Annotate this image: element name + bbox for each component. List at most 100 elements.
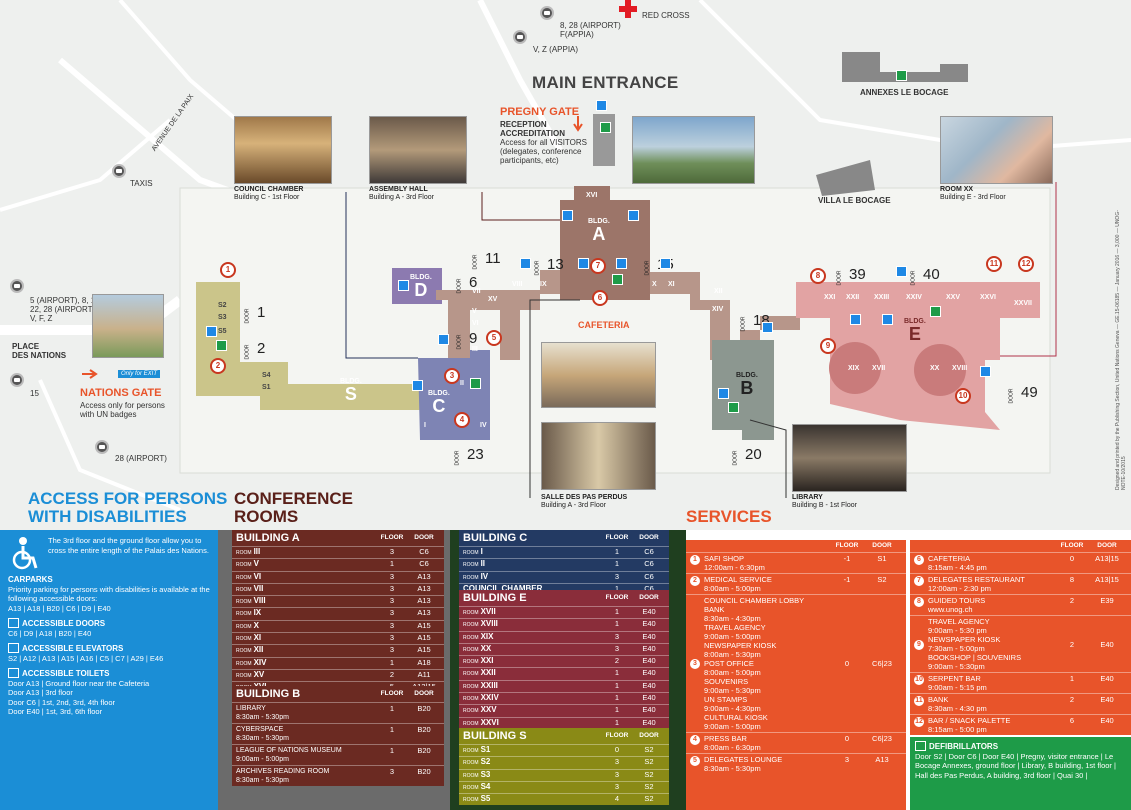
building-name: BUILDING S (463, 730, 527, 742)
toilet-icon (628, 210, 639, 221)
building-b-label: BLDG.B (736, 372, 758, 398)
service-pin[interactable]: 2 (210, 358, 226, 374)
room-door: A13 (417, 571, 431, 581)
room-door: A11 (417, 669, 431, 679)
service-pin[interactable]: 9 (820, 338, 836, 354)
room-word: ROOM (463, 659, 479, 666)
service-floor: 2 (1069, 639, 1075, 649)
room-word: ROOM (463, 634, 479, 641)
service-pin[interactable]: 6 (592, 290, 608, 306)
service-line: 8:30am - 4:30 pm (928, 704, 987, 713)
service-door: E40 (1100, 674, 1114, 683)
service-line: 9:00am - 5:00pm (704, 632, 761, 641)
conference-title: CONFERENCE ROOMS (234, 489, 354, 526)
defibrillators-text: Door S2 | Door C6 | Door E40 | Pregny, v… (915, 751, 1116, 780)
room-door: S2 (644, 781, 654, 791)
room-door: C6 (644, 547, 654, 556)
room-word: ROOM (236, 562, 252, 569)
pas-perdus-photo (541, 422, 656, 490)
room-floor: 3 (389, 547, 395, 556)
service-door: S2 (877, 575, 887, 584)
accessible-toilets-heading: ACCESSIBLE TOILETS (8, 668, 210, 679)
room-label: S3 (218, 314, 227, 321)
service-floor: 0 (844, 734, 850, 743)
pregny-gate-title: PREGNY GATE (500, 106, 580, 118)
room-door: S2 (644, 794, 654, 804)
room-door: E40 (642, 643, 656, 653)
room-door: S2 (644, 757, 654, 767)
service-line: 9:00am - 4:30pm (704, 704, 761, 713)
service-line: SOUVENIRS (704, 677, 749, 686)
bus-stop-icon (10, 373, 24, 387)
room-value: VII (253, 583, 264, 593)
room-label: II (460, 380, 464, 387)
room-door: E40 (642, 607, 656, 616)
elevator-icon (718, 388, 729, 399)
room-floor: 1 (614, 547, 620, 556)
service-pin[interactable]: 4 (454, 412, 470, 428)
room-label: III (472, 346, 478, 353)
service-line: POST OFFICE (704, 659, 754, 668)
service-pin[interactable]: 5 (486, 330, 502, 346)
cafeteria-photo (541, 342, 656, 408)
room-label: IV (480, 422, 487, 429)
room-value: X (253, 620, 259, 630)
cafeteria-label: CAFETERIA (578, 320, 630, 330)
room-label: XXVII (1014, 300, 1032, 307)
door-access-icon (896, 266, 907, 277)
accessible-elevators-heading: ACCESSIBLE ELEVATORS (8, 643, 210, 654)
building-s-label: BLDG.S (340, 378, 362, 404)
room-xx-photo (940, 116, 1053, 184)
service-pin[interactable]: 3 (444, 368, 460, 384)
room-label: XX (930, 365, 940, 372)
service-pin[interactable]: 11 (986, 256, 1002, 272)
service-pin[interactable]: 12 (1018, 256, 1034, 272)
service-pin[interactable]: 10 (955, 388, 971, 404)
room-value: S4 (480, 781, 491, 791)
room-word: ROOM (463, 574, 479, 581)
annexes-label: ANNEXES LE BOCAGE (860, 88, 949, 97)
service-line: 8:00am - 5:00pm (704, 584, 761, 593)
print-credit: Designed and printed by the Publishing S… (1115, 210, 1127, 490)
pregny-gate-text: Access for all VISITORS (delegates, conf… (500, 138, 587, 165)
room-word: ROOM (463, 550, 479, 556)
carparks-heading: CARPARKS (8, 575, 53, 584)
room-floor: 4 (614, 794, 620, 804)
service-pin[interactable]: 1 (220, 262, 236, 278)
room-door: C6 (644, 571, 654, 581)
service-line: COUNCIL CHAMBER LOBBY (704, 596, 805, 605)
service-floor: 8 (1069, 575, 1075, 584)
building-c-label: BLDG.C (428, 390, 450, 416)
service-pin[interactable]: 8 (810, 268, 826, 284)
room-label: S2 (218, 302, 227, 309)
door-header: DOOR (639, 732, 659, 739)
door-header: DOOR (414, 534, 434, 541)
room-name: COUNCIL CHAMBER (463, 584, 601, 594)
service-door: A13 (875, 755, 889, 764)
service-pin[interactable]: 7 (590, 258, 606, 274)
elevator-icon (660, 258, 671, 269)
